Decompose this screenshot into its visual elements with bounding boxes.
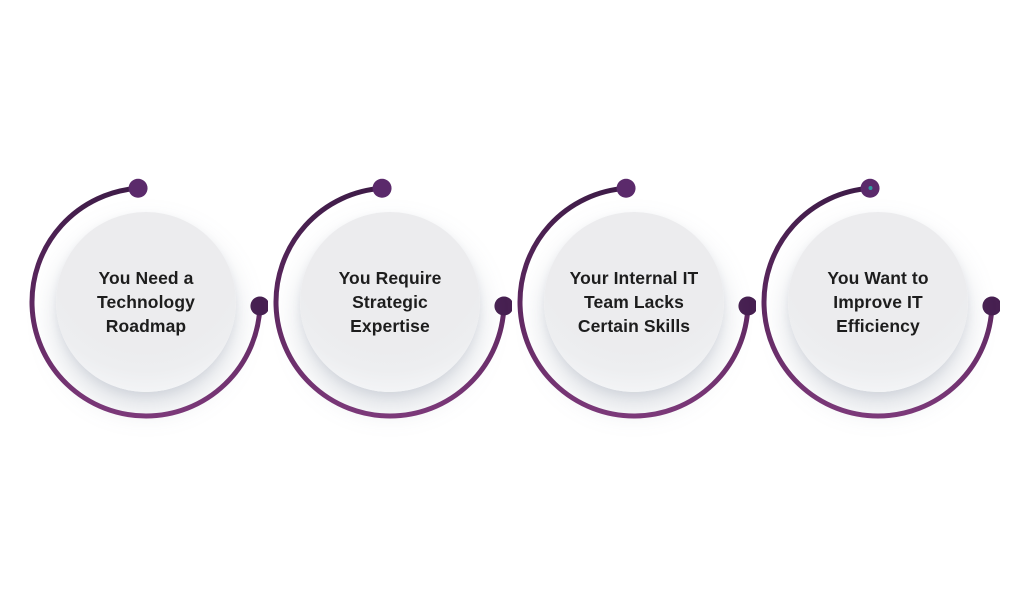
- ring-start-dot: [128, 178, 148, 198]
- reason-item-4: You Want to Improve IT Efficiency: [756, 157, 1000, 437]
- reason-item-2: You Require Strategic Expertise: [268, 157, 512, 437]
- reason-item-3: Your Internal IT Team Lacks Certain Skil…: [512, 157, 756, 437]
- ring-graphic-1: [29, 178, 268, 419]
- ring-end-dot: [250, 296, 268, 316]
- ring-arc: [761, 185, 995, 419]
- reason-bubble: You Need a Technology Roadmap: [56, 212, 236, 392]
- ring-end-dot: [738, 296, 756, 316]
- ring-end-dot: [494, 296, 512, 316]
- reason-label: You Want to Improve IT Efficiency: [827, 267, 929, 337]
- ring-graphic-3: [517, 178, 756, 419]
- ring-start-dot: [616, 178, 636, 198]
- ring-graphic-4: [761, 178, 1000, 419]
- ring-start-dot: [372, 178, 392, 198]
- ring-arc: [273, 185, 507, 419]
- reason-bubble: You Require Strategic Expertise: [300, 212, 480, 392]
- reasons-row: You Need a Technology Roadmap You Requir…: [24, 157, 1000, 437]
- reason-item-1: You Need a Technology Roadmap: [24, 157, 268, 437]
- ring-graphic-2: [273, 178, 512, 419]
- reason-bubble: You Want to Improve IT Efficiency: [788, 212, 968, 392]
- reason-label: You Need a Technology Roadmap: [97, 267, 195, 337]
- reason-label: You Require Strategic Expertise: [338, 267, 442, 337]
- reason-bubble: Your Internal IT Team Lacks Certain Skil…: [544, 212, 724, 392]
- ring-arc: [517, 185, 751, 419]
- ring-arc: [29, 185, 263, 419]
- teal-mark-dot: [868, 186, 873, 190]
- ring-end-dot: [982, 296, 1000, 316]
- reason-label: Your Internal IT Team Lacks Certain Skil…: [569, 267, 699, 337]
